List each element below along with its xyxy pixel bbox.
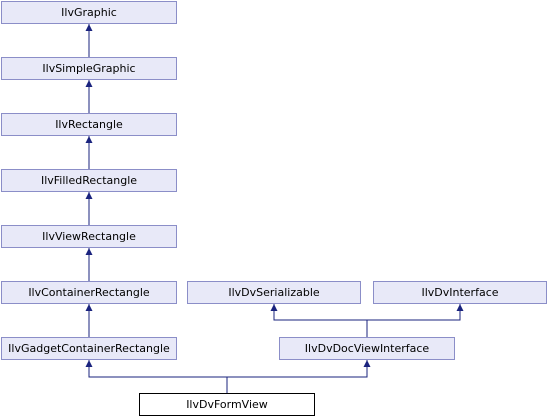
edge-formview-to-gadgetcontainer	[85, 360, 228, 393]
edge-docview-to-interface	[367, 304, 464, 321]
node-ilvdvdocviewinterface[interactable]: IlvDvDocViewInterface	[279, 337, 455, 360]
node-ilvdvformview: IlvDvFormView	[139, 393, 315, 416]
edge-formview-to-docviewinterface	[227, 360, 371, 378]
node-ilvrectangle[interactable]: IlvRectangle	[1, 113, 177, 136]
edge-docview-to-serializable	[270, 304, 368, 337]
node-ilvsimplegraphic[interactable]: IlvSimpleGraphic	[1, 57, 177, 80]
node-ilvfilledrectangle[interactable]: IlvFilledRectangle	[1, 169, 177, 192]
node-ilvdvinterface[interactable]: IlvDvInterface	[373, 281, 547, 304]
node-ilvcontainerrectangle[interactable]: IlvContainerRectangle	[1, 281, 177, 304]
node-ilvdvserializable[interactable]: IlvDvSerializable	[187, 281, 361, 304]
node-ilvgraphic[interactable]: IlvGraphic	[1, 1, 177, 24]
node-ilvviewrectangle[interactable]: IlvViewRectangle	[1, 225, 177, 248]
node-ilvgadgetcontainerrectangle[interactable]: IlvGadgetContainerRectangle	[1, 337, 177, 360]
